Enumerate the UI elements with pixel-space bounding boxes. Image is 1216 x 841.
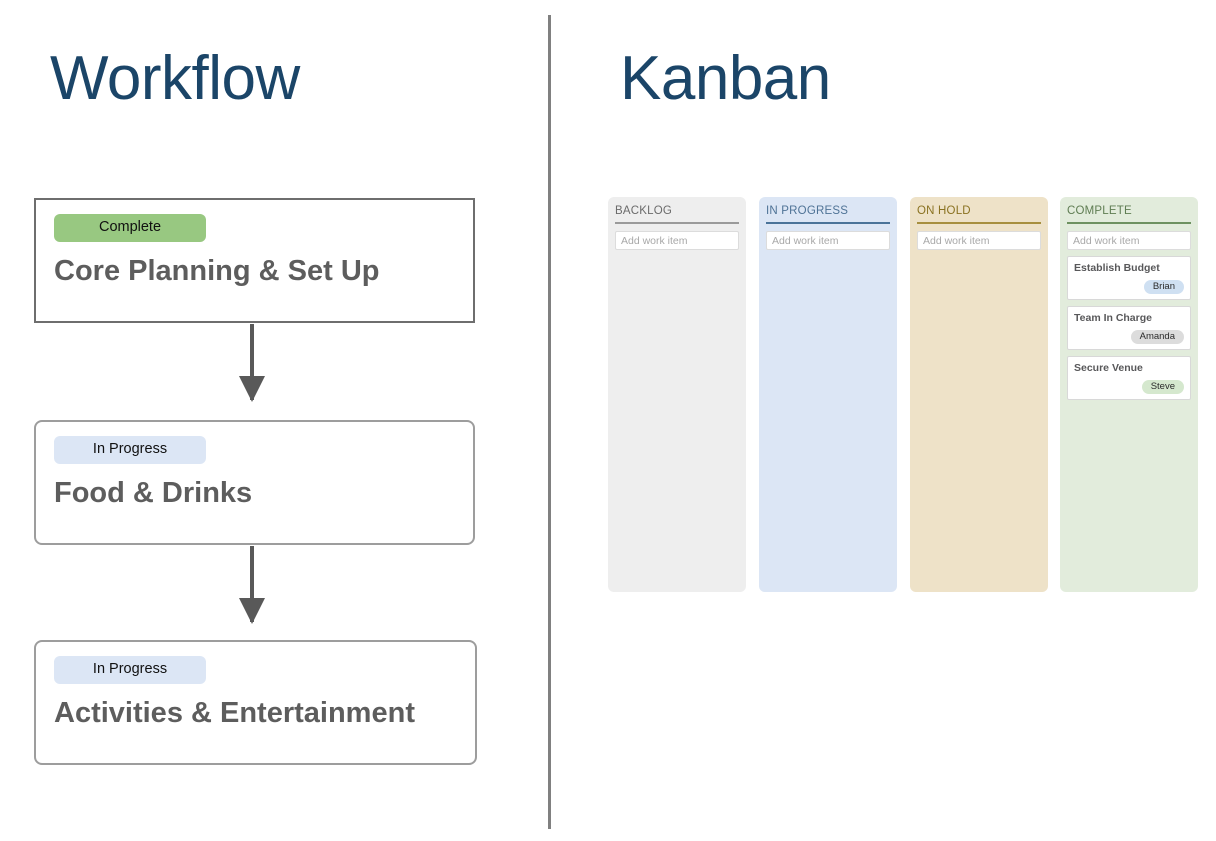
kanban-panel: Kanban BACKLOG IN PROGRESS ON HOLD COMPL… [549,0,1216,841]
assignee-pill: Amanda [1130,329,1184,345]
add-work-item-input[interactable] [766,231,890,250]
workflow-card-core-planning[interactable]: Complete Core Planning & Set Up [34,198,475,323]
kanban-card[interactable]: Secure Venue Steve [1067,356,1191,401]
kanban-column-backlog[interactable]: BACKLOG [608,197,746,592]
status-badge: Complete [54,214,206,242]
workflow-card-food-drinks[interactable]: In Progress Food & Drinks [34,420,475,545]
kanban-column-header: COMPLETE [1067,205,1191,224]
kanban-column-header: BACKLOG [615,205,739,224]
kanban-panel-title: Kanban [620,44,831,113]
kanban-card-title: Team In Charge [1074,312,1152,325]
assignee-pill: Brian [1143,279,1184,295]
kanban-column-on-hold[interactable]: ON HOLD [910,197,1048,592]
kanban-card-footer: Amanda [1074,329,1184,345]
status-badge: In Progress [54,436,206,464]
workflow-panel-title: Workflow [50,44,300,113]
add-work-item-input[interactable] [917,231,1041,250]
kanban-column-in-progress[interactable]: IN PROGRESS [759,197,897,592]
kanban-column-complete[interactable]: COMPLETE Establish Budget Brian Team In … [1060,197,1198,592]
workflow-card-activities-entertainment[interactable]: In Progress Activities & Entertainment [34,640,477,765]
workflow-card-title: Core Planning & Set Up [54,254,380,287]
kanban-card-title: Secure Venue [1074,362,1143,375]
kanban-card-footer: Steve [1074,379,1184,395]
workflow-panel: Workflow Complete Core Planning & Set Up… [0,0,548,841]
add-work-item-input[interactable] [1067,231,1191,250]
workflow-connector-arrow-1 [250,324,254,400]
workflow-card-title: Food & Drinks [54,476,253,509]
kanban-card-list: Establish Budget Brian Team In Charge Am… [1067,256,1191,401]
workflow-card-title: Activities & Entertainment [54,696,415,729]
status-badge: In Progress [54,656,206,684]
kanban-column-header: IN PROGRESS [766,205,890,224]
kanban-card-footer: Brian [1074,279,1184,295]
workflow-connector-arrow-2 [250,546,254,622]
kanban-card[interactable]: Team In Charge Amanda [1067,306,1191,351]
kanban-card[interactable]: Establish Budget Brian [1067,256,1191,301]
assignee-pill: Steve [1141,379,1184,395]
add-work-item-input[interactable] [615,231,739,250]
panel-divider [548,15,551,829]
kanban-column-header: ON HOLD [917,205,1041,224]
kanban-card-title: Establish Budget [1074,262,1160,274]
